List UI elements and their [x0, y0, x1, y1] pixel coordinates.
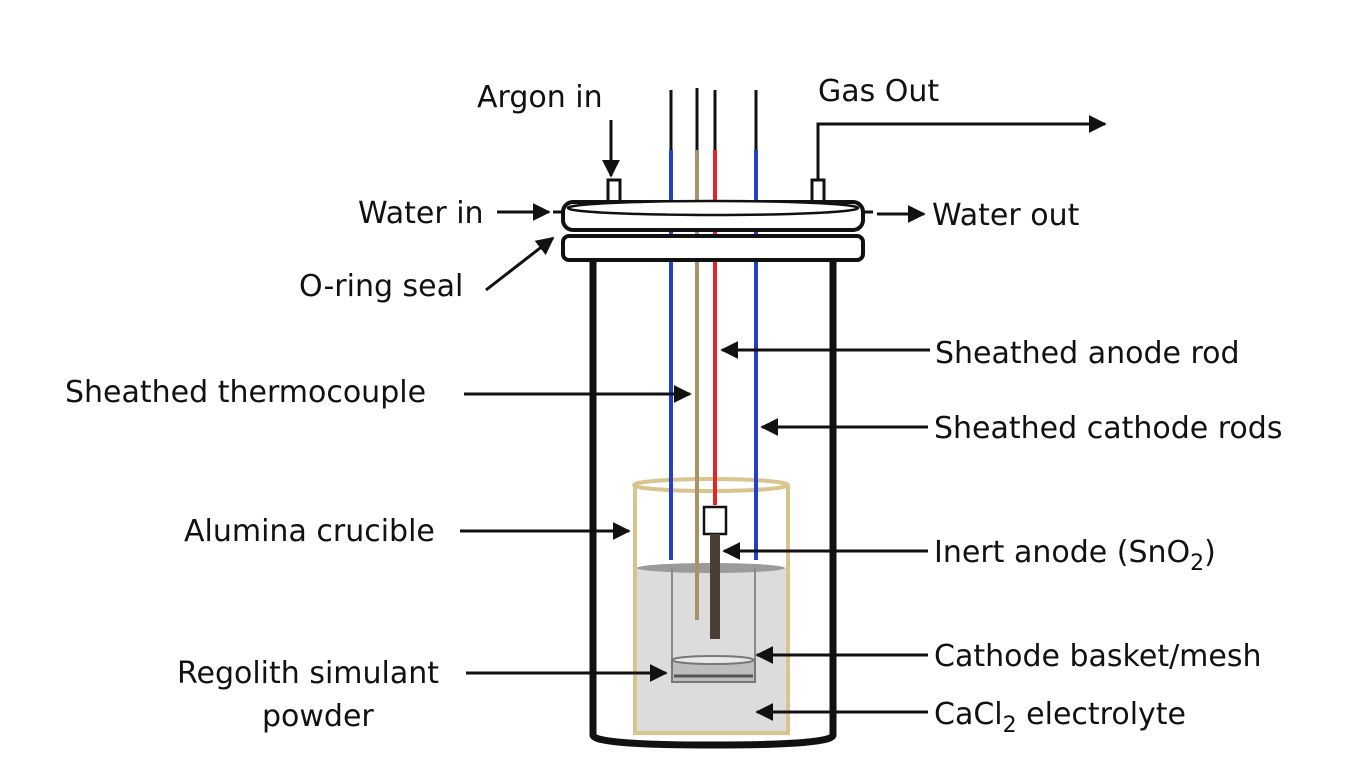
label-cathode-basket: Cathode basket/mesh — [934, 639, 1262, 674]
label-argon-in: Argon in — [477, 80, 603, 115]
oring-arrow — [485, 236, 555, 292]
label-arrows — [460, 120, 930, 721]
label-inert-anode: Inert anode (SnO2) — [934, 535, 1216, 576]
label-oring-seal: O-ring seal — [299, 269, 463, 304]
label-alumina-crucible: Alumina crucible — [184, 514, 435, 549]
label-water-in: Water in — [358, 196, 484, 231]
outer-vessel — [589, 258, 837, 749]
label-water-out: Water out — [932, 198, 1080, 233]
label-sheathed-anode-rod: Sheathed anode rod — [935, 336, 1240, 371]
gas-out-pipe — [816, 115, 1107, 180]
label-gas-out: Gas Out — [818, 74, 939, 109]
label-sheathed-thermocouple: Sheathed thermocouple — [65, 375, 426, 410]
inert-anode — [702, 505, 728, 639]
label-electrolyte: CaCl2 electrolyte — [934, 697, 1186, 738]
label-regolith-line1: Regolith simulant — [177, 656, 439, 691]
labels: Argon in Gas Out Water in Water out O-ri… — [65, 74, 1282, 738]
crucible-rim — [632, 477, 790, 493]
label-sheathed-cathode-rods: Sheathed cathode rods — [934, 411, 1282, 446]
anode-connector — [702, 505, 728, 536]
cathode-basket — [671, 568, 756, 683]
lid-flange-bottom — [561, 234, 865, 262]
label-regolith-line2: powder — [262, 699, 374, 734]
anode-body — [710, 534, 720, 639]
vessel-lid — [553, 178, 873, 262]
